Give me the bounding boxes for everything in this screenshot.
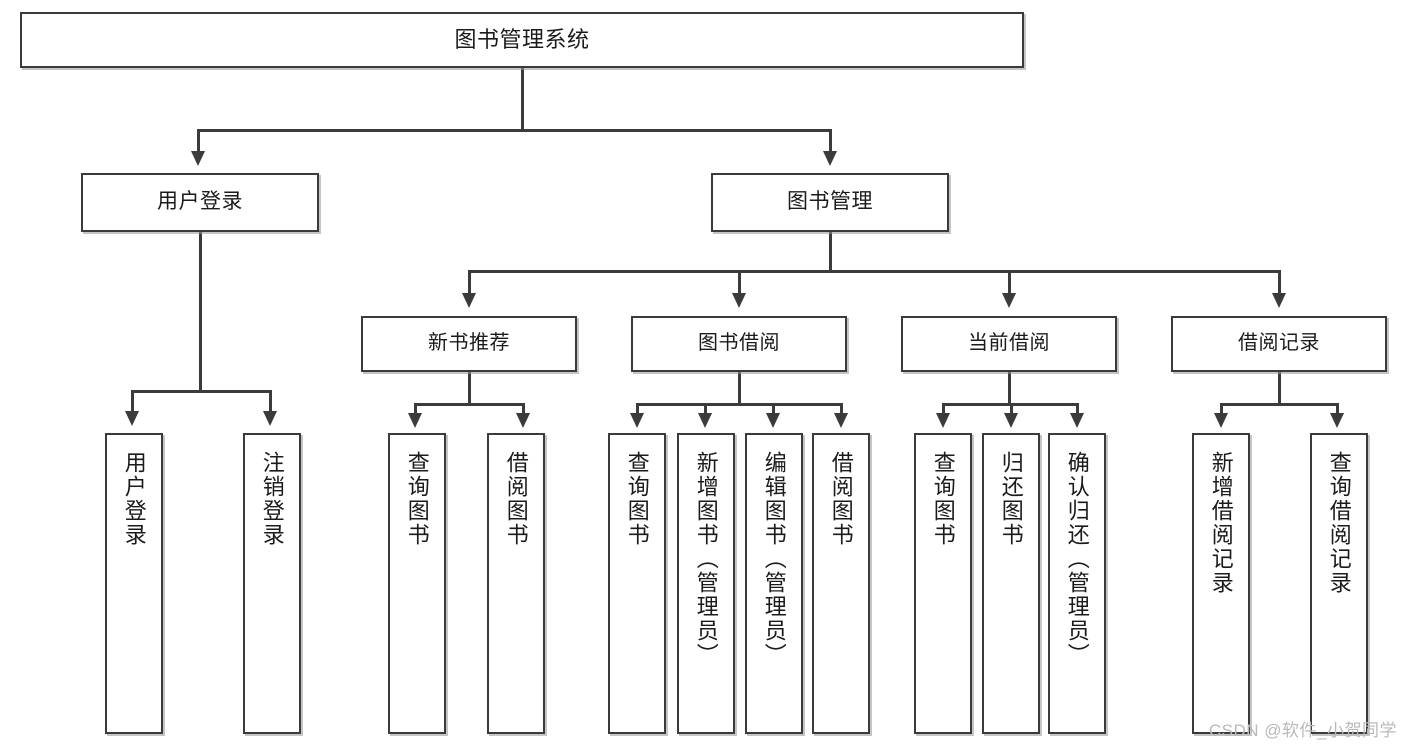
leaf-borrow-book[interactable]: 借阅图书 [812, 433, 870, 734]
node-label: 查询图书 [624, 451, 650, 547]
node-label: 查询借阅记录 [1326, 451, 1352, 595]
node-label: 借阅记录 [1238, 332, 1320, 355]
arrow-to-book-manage [823, 151, 837, 166]
arrow-to-leaf-user-login [125, 411, 139, 426]
arrow-to-leaf-borrow-book-b [834, 413, 848, 428]
leaf-query-book-current[interactable]: 查询图书 [914, 433, 972, 734]
connector-user-login-drop-1 [131, 390, 134, 413]
csdn-watermark: CSDN @软件_小贺同学 [1208, 721, 1397, 740]
arrow-to-leaf-add-record [1214, 413, 1228, 428]
node-book-borrow[interactable]: 图书借阅 [631, 316, 847, 372]
connector-recommend-bus [414, 403, 524, 406]
node-label: 用户登录 [157, 190, 243, 214]
arrow-to-leaf-query-record [1330, 413, 1344, 428]
connector-borrow-drop-4 [840, 403, 843, 415]
node-label: 新增图书（管理员） [693, 451, 719, 667]
node-label: 图书管理 [787, 190, 873, 214]
node-label: 用户登录 [121, 451, 147, 547]
arrow-to-leaf-borrow-book-r [516, 413, 530, 428]
connector-user-login-trunk [199, 232, 202, 392]
leaf-logout[interactable]: 注销登录 [243, 433, 301, 734]
node-root-library-system[interactable]: 图书管理系统 [20, 12, 1024, 68]
node-label: 借阅图书 [503, 451, 529, 547]
connector-record-bus [1220, 403, 1338, 406]
node-label: 确认归还（管理员） [1064, 451, 1090, 667]
arrow-to-book-borrow [732, 293, 746, 308]
node-label: 新书推荐 [428, 332, 510, 355]
connector-current-drop-1 [942, 403, 945, 415]
connector-current-drop-3 [1076, 403, 1079, 415]
node-label: 编辑图书（管理员） [761, 451, 787, 667]
connector-borrow-trunk [738, 372, 741, 405]
connector-root-drop-book [829, 129, 832, 153]
node-label: 借阅图书 [828, 451, 854, 547]
connector-record-trunk [1278, 372, 1281, 405]
connector-recommend-drop-2 [522, 403, 525, 415]
leaf-query-borrow-record[interactable]: 查询借阅记录 [1310, 433, 1368, 734]
connector-user-login-bus [131, 390, 269, 393]
connector-recommend-drop-1 [414, 403, 417, 415]
node-label: 查询图书 [930, 451, 956, 547]
node-label: 新增借阅记录 [1208, 451, 1234, 595]
connector-root-bus [197, 129, 831, 132]
connector-borrow-drop-3 [772, 403, 775, 415]
connector-user-login-drop-2 [269, 390, 272, 413]
connector-record-drop-2 [1336, 403, 1339, 415]
arrow-to-leaf-query-book-c [936, 413, 950, 428]
arrow-to-leaf-query-book-r [408, 413, 422, 428]
connector-lvl3-drop-4 [1278, 270, 1281, 295]
arrow-to-leaf-query-book-b [630, 413, 644, 428]
connector-borrow-drop-2 [704, 403, 707, 415]
arrow-to-user-login [191, 151, 205, 166]
arrow-to-leaf-edit-book [766, 413, 780, 428]
connector-record-drop-1 [1220, 403, 1223, 415]
connector-lvl3-drop-1 [468, 270, 471, 295]
leaf-edit-book-admin[interactable]: 编辑图书（管理员） [745, 433, 803, 734]
connector-lvl3-drop-3 [1008, 270, 1011, 295]
leaf-return-book[interactable]: 归还图书 [982, 433, 1040, 734]
leaf-add-book-admin[interactable]: 新增图书（管理员） [677, 433, 735, 734]
arrow-to-leaf-return-book [1004, 413, 1018, 428]
connector-book-manage-trunk [829, 232, 832, 272]
connector-root-drop-user [197, 129, 200, 153]
arrow-to-new-book-recommend [462, 293, 476, 308]
connector-recommend-trunk [468, 372, 471, 405]
node-current-borrow[interactable]: 当前借阅 [901, 316, 1117, 372]
node-new-book-recommend[interactable]: 新书推荐 [361, 316, 577, 372]
connector-book-manage-bus [468, 270, 1280, 273]
arrow-to-leaf-confirm-return [1070, 413, 1084, 428]
node-borrow-record[interactable]: 借阅记录 [1171, 316, 1387, 372]
leaf-add-borrow-record[interactable]: 新增借阅记录 [1192, 433, 1250, 734]
arrow-to-current-borrow [1002, 293, 1016, 308]
connector-current-drop-2 [1010, 403, 1013, 415]
node-label: 归还图书 [998, 451, 1024, 547]
leaf-user-login[interactable]: 用户登录 [105, 433, 163, 734]
connector-lvl3-drop-2 [738, 270, 741, 295]
connector-current-trunk [1008, 372, 1011, 405]
node-book-manage[interactable]: 图书管理 [711, 173, 949, 232]
arrow-to-leaf-logout [263, 411, 277, 426]
leaf-confirm-return-admin[interactable]: 确认归还（管理员） [1048, 433, 1106, 734]
arrow-to-leaf-add-book [698, 413, 712, 428]
connector-borrow-bus [636, 403, 842, 406]
node-label: 注销登录 [259, 451, 285, 547]
arrow-to-borrow-record [1272, 293, 1286, 308]
node-user-login[interactable]: 用户登录 [81, 173, 319, 232]
leaf-borrow-book-recommend[interactable]: 借阅图书 [487, 433, 545, 734]
node-label: 当前借阅 [968, 332, 1050, 355]
node-label: 查询图书 [404, 451, 430, 547]
leaf-query-book-borrow[interactable]: 查询图书 [608, 433, 666, 734]
leaf-query-book-recommend[interactable]: 查询图书 [388, 433, 446, 734]
node-label: 图书借阅 [698, 332, 780, 355]
connector-root-trunk [521, 68, 524, 131]
connector-borrow-drop-1 [636, 403, 639, 415]
node-label: 图书管理系统 [454, 27, 590, 53]
